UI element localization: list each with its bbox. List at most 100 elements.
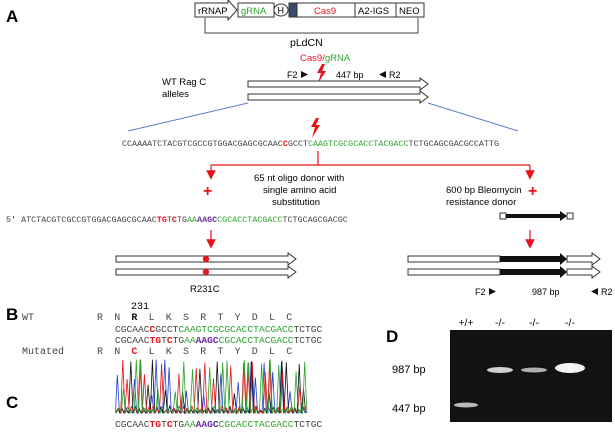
- wt-aa-6: R: [200, 313, 206, 324]
- mutation-dot-1: [202, 255, 210, 263]
- alleles-label-2: alleles: [162, 89, 189, 100]
- r231c-label: R231C: [190, 284, 220, 295]
- mut-aa-1: N: [114, 347, 120, 358]
- gel-lane-label-2: -/-: [529, 317, 539, 329]
- zoom-line-left: [127, 102, 249, 132]
- gel-bands: [454, 363, 585, 408]
- wt-allele-arrow-1: [247, 77, 429, 91]
- plasmid-element-rrnap: rRNAP: [198, 6, 228, 17]
- chromatogram-sequence: CGCAACTGTCTGAAAAGCCGCACCTACGACCTCTGC: [115, 419, 323, 430]
- wt-aa-0: R: [97, 313, 103, 324]
- oligo-donor-line3: substitution: [272, 197, 320, 208]
- bleo-primer-r2: R2: [601, 287, 613, 297]
- marker-447: 447 bp: [392, 403, 426, 415]
- bleo-allele-1-right: [566, 252, 601, 266]
- band-lane4-987: [555, 363, 585, 373]
- band-lane2-987: [487, 367, 513, 373]
- bleo-allele-1-left: [407, 255, 501, 263]
- gel-lane-label-1: -/-: [495, 317, 505, 329]
- bleo-allele-2-right: [566, 265, 601, 279]
- gel-lane-labels: +/+ -/- -/- -/-: [458, 317, 575, 329]
- primer-r2: R2: [389, 70, 401, 80]
- marker-987: 987 bp: [392, 364, 426, 376]
- bleo-donor-line2: resistance donor: [446, 197, 516, 208]
- mut-aa-9: D: [252, 347, 258, 358]
- gel-lane-label-3: -/-: [565, 317, 575, 329]
- plasmid-element-grna: gRNA: [241, 6, 267, 17]
- panel-d-label: D: [386, 327, 398, 346]
- amplicon-size-987: 987 bp: [532, 287, 560, 297]
- wt-allele-arrow-2: [247, 90, 429, 104]
- plasmid-element-neo: NEO: [399, 6, 420, 17]
- cas9-tag: [288, 2, 298, 18]
- wt-aa-11: C: [286, 313, 292, 324]
- agarose-gel: [450, 330, 612, 422]
- r231c-alleles: [115, 252, 297, 279]
- wt-aa-8: Y: [235, 313, 241, 324]
- bleo-allele-1-insert: [500, 253, 567, 265]
- bleo-primer-f2-arrow: [489, 288, 496, 295]
- bleo-donor-arrow: [506, 211, 567, 221]
- plasmid-element-cas9: Cas9: [314, 6, 336, 17]
- chromatogram-trace-3: [115, 359, 308, 415]
- rrnap-promoter-arrow: [194, 0, 238, 22]
- plasmid-element-h: H: [278, 6, 285, 16]
- branch-lines: [206, 151, 535, 180]
- bleo-primer-r2-arrow: [591, 288, 598, 295]
- zoom-line-right: [427, 102, 519, 132]
- alleles-label-1: WT Rag C: [162, 77, 206, 88]
- mut-aa-11: C: [286, 347, 292, 358]
- panel-a-label: A: [6, 7, 18, 26]
- mut-aa-0: R: [97, 347, 103, 358]
- plasmid-name: pLdCN: [290, 37, 323, 49]
- bleo-donor-left-cap: [499, 212, 507, 220]
- plus-bleo: +: [528, 183, 537, 200]
- wt-aa-9: D: [252, 313, 258, 324]
- cut-site-icon: [311, 118, 320, 138]
- gel-lane-label-0: +/+: [458, 317, 473, 329]
- mut-aa-6: R: [200, 347, 206, 358]
- wt-aa-7: T: [217, 313, 223, 324]
- mut-aa-7: T: [217, 347, 223, 358]
- mutant-donor-sequence: 5' ATCTACGTCGCCGTGGACGAGCGCAACTGTCTGAAAA…: [6, 215, 348, 225]
- mutation-dot-2: [202, 268, 210, 276]
- bleo-donor-line1: 600 bp Bleomycin: [446, 185, 522, 196]
- position-231: 231: [131, 302, 149, 313]
- plus-oligo: +: [203, 183, 212, 200]
- sequencing-chromatogram: [115, 359, 308, 415]
- h-element: [273, 3, 289, 17]
- mut-aa-10: L: [269, 347, 275, 358]
- oligo-donor-line1: 65 nt oligo donor with: [254, 173, 344, 184]
- wt-aa-10: L: [269, 313, 275, 324]
- panel-b-label: B: [6, 305, 18, 324]
- plasmid-construct: rRNAP gRNA H Cas9 A2-IGS NEO pLdCN: [194, 0, 425, 49]
- plasmid-backbone: [204, 18, 419, 34]
- bleo-donor-right-cap: [566, 212, 574, 220]
- wt-aa-2: R: [131, 313, 137, 324]
- mut-aa-8: Y: [235, 347, 241, 358]
- mut-aa-3: L: [149, 347, 155, 358]
- panel-c-label: C: [6, 393, 18, 412]
- primer-r2-arrow: [379, 71, 386, 78]
- primer-f2-arrow: [301, 71, 308, 78]
- neo-box: [395, 2, 425, 18]
- chromatogram-trace-2: [115, 359, 307, 415]
- wt-row-label: WT: [22, 313, 34, 324]
- bleo-primer-f2: F2: [475, 287, 486, 297]
- wt-aa-1: N: [114, 313, 120, 324]
- mutated-row-label: Mutated: [22, 346, 64, 358]
- cut-label: Cas9/gRNA: [300, 53, 351, 64]
- wt-aa-4: K: [166, 313, 172, 324]
- mutated-codon-sequence: CGCAACTGTCTGAAAAGCCGCACCTACGACCTCTGC: [115, 335, 323, 346]
- mut-aa-2: C: [131, 347, 137, 358]
- plasmid-element-a2igs: A2-IGS: [358, 6, 389, 17]
- bleo-allele-2-insert: [500, 266, 567, 278]
- band-lane3-987: [521, 367, 547, 373]
- mut-aa-4: K: [166, 347, 172, 358]
- wt-sequence: CCAAAATCTACGTCGCCGTGGACGAGCGCAACCGCCTCAA…: [122, 139, 499, 149]
- bleo-alleles: [407, 252, 601, 279]
- mut-aa-5: S: [183, 347, 189, 358]
